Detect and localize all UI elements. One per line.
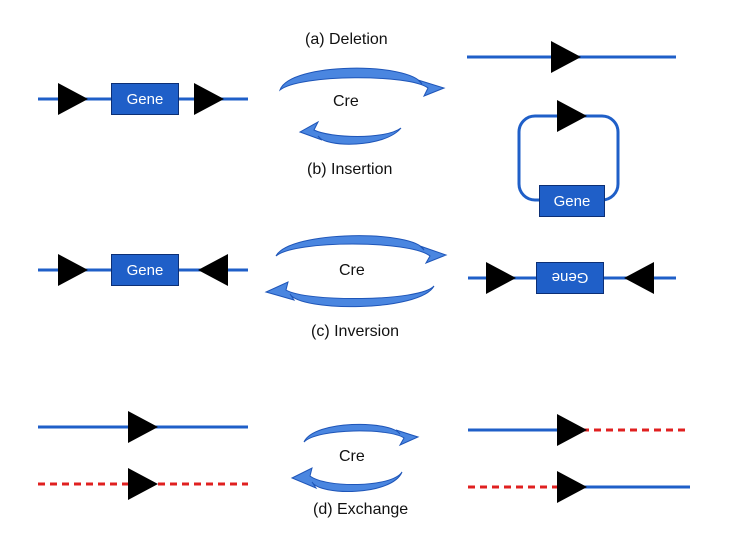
lox-site xyxy=(557,100,587,132)
gene-box: Gene xyxy=(539,185,605,217)
lox-site xyxy=(557,471,587,503)
exchange-product xyxy=(468,414,690,503)
cre-label: Cre xyxy=(339,262,365,279)
lox-site xyxy=(58,83,88,115)
lox-site-inverted xyxy=(198,254,228,286)
exchange-substrate xyxy=(38,411,248,500)
forward-arrow xyxy=(278,67,446,97)
lox-site-inverted xyxy=(624,262,654,294)
lox-site xyxy=(551,41,581,73)
forward-arrow xyxy=(303,423,420,447)
cre-label: Cre xyxy=(333,93,359,110)
gene-box: Gene xyxy=(111,83,179,115)
deletion-product-linear xyxy=(467,41,676,73)
inversion-label: (c) Inversion xyxy=(311,323,400,340)
gene-box-inverted: Gene xyxy=(536,262,604,294)
cre-arrows-exchange xyxy=(290,423,420,492)
cre-arrows-deletion-insertion xyxy=(278,67,446,145)
lox-site xyxy=(194,83,224,115)
lox-site xyxy=(128,411,158,443)
lox-site xyxy=(128,468,158,500)
insertion-label: (b) Insertion xyxy=(307,161,393,178)
forward-arrow xyxy=(275,235,448,264)
cre-label: Cre xyxy=(339,448,365,465)
deletion-label: (a) Deletion xyxy=(305,31,388,48)
reverse-arrow xyxy=(298,120,402,145)
lox-site xyxy=(557,414,587,446)
lox-site xyxy=(486,262,516,294)
lox-site xyxy=(58,254,88,286)
reverse-arrow xyxy=(264,281,435,308)
exchange-label: (d) Exchange xyxy=(313,501,409,518)
reverse-arrow xyxy=(290,467,403,492)
cre-arrows-inversion xyxy=(264,235,448,308)
gene-box: Gene xyxy=(111,254,179,286)
